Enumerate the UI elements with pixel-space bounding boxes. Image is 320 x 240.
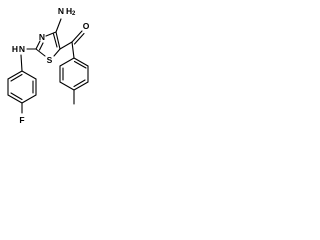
bond-tol-1-double	[73, 60, 87, 69]
amine-nitrogen-label: N	[58, 6, 64, 16]
bond-tol-3	[73, 81, 89, 91]
bond-nh-phenyl	[20, 54, 23, 72]
bond-fph-4-double	[10, 92, 23, 101]
bond-fph-6	[7, 70, 23, 80]
chemical-structure-diagram: N H 2 N S H N F O	[7, 6, 90, 125]
bond-tol-4	[59, 81, 75, 91]
nh-nitrogen-label: N	[19, 44, 25, 54]
bond-c5-c4	[55, 31, 61, 50]
bond-fph-3	[21, 94, 37, 104]
amine-hydrogen-label: H	[66, 6, 72, 16]
bond-tol-6	[59, 57, 75, 67]
bond-n3-c2	[35, 40, 41, 50]
bond-carbonyl-o	[71, 30, 83, 43]
thiazole-nitrogen-label: N	[39, 32, 45, 42]
bond-c4-n3	[45, 31, 57, 37]
bond-carbonyl-o-double	[73, 32, 85, 45]
bond-tol-3-double	[73, 79, 86, 88]
atom-labels: N H 2 N S H N F O	[12, 6, 90, 125]
bond-fph-6-double	[10, 73, 23, 82]
bond-fph-1	[21, 70, 37, 80]
bond-c2-s1	[35, 48, 46, 57]
bond-fph-4	[7, 94, 23, 104]
bond-c4-nh2	[55, 18, 62, 33]
nh-hydrogen-label: H	[12, 44, 18, 54]
bond-tol-1	[73, 57, 89, 67]
thiazole-sulfur-label: S	[47, 55, 53, 65]
amine-hydrogen-count: 2	[72, 11, 76, 17]
bond-n3-c2-double	[38, 42, 44, 51]
carbonyl-oxygen-label: O	[83, 21, 90, 31]
bond-c5-c4-double	[52, 33, 58, 48]
bond-carbonyl-tolyl	[71, 41, 75, 59]
fluorine-label: F	[19, 115, 24, 125]
bond-s1-c5	[53, 48, 61, 57]
bond-c5-carbonyl	[59, 41, 73, 50]
bonds	[7, 18, 89, 114]
